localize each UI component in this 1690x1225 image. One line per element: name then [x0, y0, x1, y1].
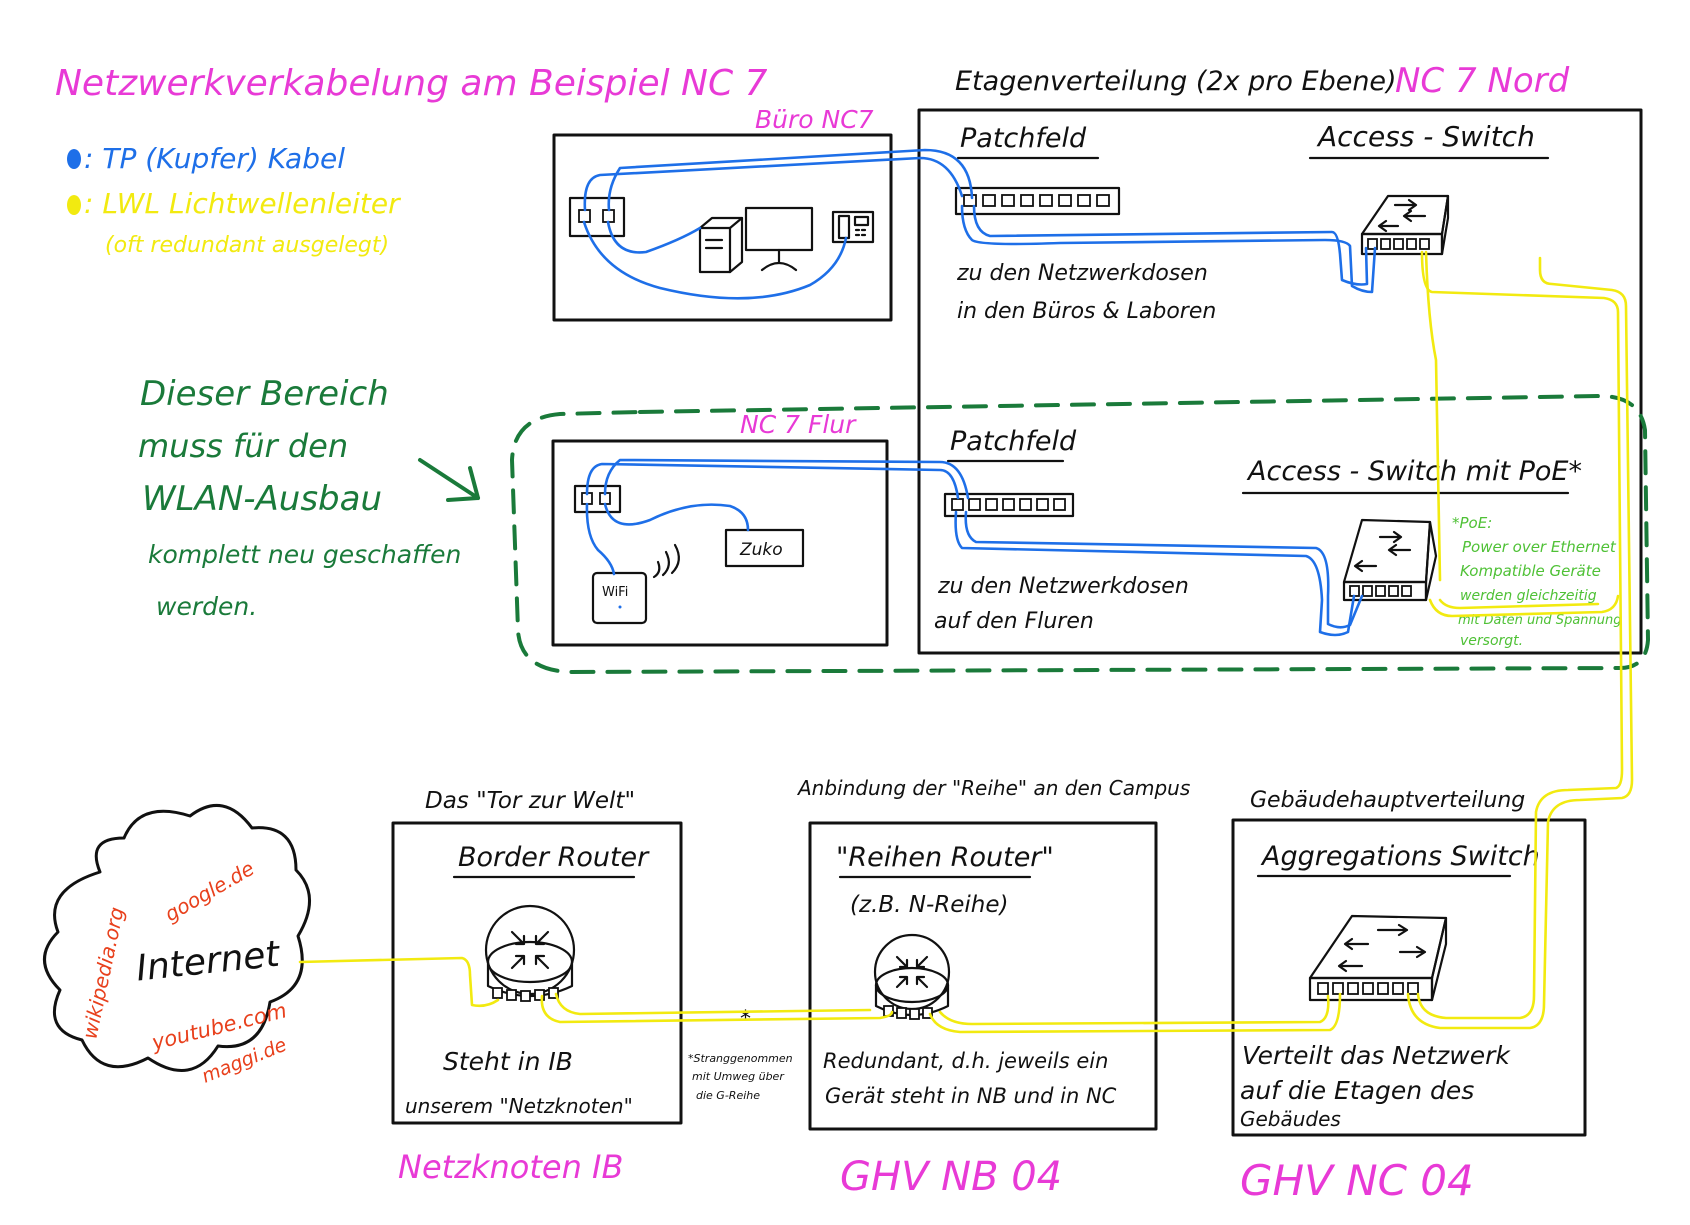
reihen-router-icon	[873, 933, 951, 1020]
lwl-legend-label: : LWL Lichtwellenleiter	[84, 187, 401, 220]
wall-socket-icon	[568, 196, 626, 238]
wlan-area-outline	[509, 393, 1651, 675]
lower-patchfeld-label: Patchfeld	[950, 426, 1077, 457]
border-router-caption: Das "Tor zur Welt"	[425, 788, 635, 814]
aggregation-caption: Gebäudehauptverteilung	[1250, 788, 1525, 813]
arrow-icon	[418, 458, 480, 502]
telephone-icon	[831, 210, 875, 244]
poe-note-line: *PoE:	[1452, 514, 1492, 532]
wlan-note-line: WLAN-Ausbau	[142, 479, 382, 519]
upper-note-line: in den Büros & Laboren	[957, 299, 1216, 324]
upper-access-switch	[1360, 194, 1450, 256]
wlan-note-line: werden.	[156, 592, 257, 621]
poe-note-line: Power over Ethernet	[1462, 538, 1617, 556]
poe-access-switch	[1342, 518, 1438, 602]
poe-note-line: mit Daten und Spannung	[1458, 613, 1622, 628]
flur-label: NC 7 Flur	[740, 410, 857, 439]
tp-legend-dot	[67, 149, 81, 169]
etagenverteilung-name: NC 7 Nord	[1395, 61, 1570, 101]
etagenverteilung-box	[917, 108, 1643, 655]
flur-box	[551, 439, 889, 647]
wifi-label: WiFi	[602, 585, 628, 600]
internet-site: google.de	[161, 856, 259, 926]
border-router-note: unserem "Netzknoten"	[405, 1094, 633, 1118]
buero-box	[552, 133, 893, 322]
upper-patchfeld-label: Patchfeld	[960, 123, 1087, 154]
reihen-router-caption: Anbindung der "Reihe" an den Campus	[796, 776, 1190, 800]
reihen-router-subtitle: (z.B. N-Reihe)	[850, 892, 1008, 918]
lower-note-line: auf den Fluren	[934, 609, 1094, 634]
monitor-icon	[744, 206, 814, 272]
aggregation-switch-icon	[1308, 914, 1448, 1002]
zuko-label: Zuko	[739, 540, 783, 560]
border-router-location: Netzknoten IB	[398, 1148, 623, 1186]
aggregation-box	[1231, 818, 1587, 1137]
upper-note-line: zu den Netzwerkdosen	[956, 261, 1208, 286]
border-router-icon	[484, 904, 576, 1002]
zuko-device: Zuko	[724, 528, 805, 568]
lower-switch-label: Access - Switch mit PoE*	[1246, 456, 1582, 487]
pc-icon	[698, 216, 744, 274]
internet-label: Internet	[134, 934, 283, 990]
wall-socket-icon	[573, 484, 622, 514]
lwl-legend-note: (oft redundant ausgelegt)	[105, 233, 389, 258]
aggregation-title: Aggregations Switch	[1260, 841, 1540, 872]
detour-note-line: mit Umweg über	[692, 1070, 785, 1083]
border-router-title: Border Router	[458, 842, 650, 873]
detour-note: *Stranggenommen mit Umweg über die G-Rei…	[688, 1052, 793, 1102]
internet-cloud	[43, 803, 311, 1072]
detour-note-line: *Stranggenommen	[688, 1052, 793, 1065]
upper-patch-panel	[954, 186, 1121, 216]
aggregation-note: Verteilt das Netzwerk	[1242, 1041, 1511, 1070]
lower-note-line: zu den Netzwerkdosen	[937, 574, 1189, 599]
detour-note-line: die G-Reihe	[696, 1089, 760, 1102]
wlan-note: Dieser Bereich muss für den WLAN-Ausbau …	[138, 374, 461, 621]
reihen-router-location: GHV NB 04	[840, 1154, 1062, 1200]
reihen-router-box	[808, 821, 1158, 1131]
etagenverteilung-title: Etagenverteilung (2x pro Ebene)	[955, 66, 1397, 97]
lwl-legend-dot	[67, 195, 81, 215]
aggregation-note: auf die Etagen des	[1240, 1076, 1474, 1105]
upper-switch-label: Access - Switch	[1316, 120, 1535, 153]
poe-note-line: versorgt.	[1460, 633, 1523, 649]
aggregation-location: GHV NC 04	[1240, 1156, 1474, 1205]
border-router-note: Steht in IB	[443, 1047, 573, 1076]
tp-legend-label: : TP (Kupfer) Kabel	[84, 142, 345, 175]
wifi-signal-icon	[652, 543, 680, 579]
wlan-note-line: Dieser Bereich	[140, 374, 389, 414]
internet-site: wikipedia.org	[77, 905, 128, 1041]
tp-cables	[582, 148, 1377, 637]
aggregation-note: Gebäudes	[1240, 1107, 1341, 1131]
wifi-access-point: WiFi	[591, 571, 648, 625]
diagram-title: Netzwerkverkabelung am Beispiel NC 7	[55, 63, 768, 104]
lower-patch-panel	[943, 492, 1075, 518]
wlan-note-line: muss für den	[138, 427, 348, 465]
lwl-cables	[298, 250, 1634, 1034]
wlan-note-line: komplett neu geschaffen	[148, 540, 461, 569]
buero-label: Büro NC7	[755, 105, 874, 134]
border-router-box	[391, 821, 683, 1125]
poe-note-line: werden gleichzeitig	[1460, 588, 1597, 604]
reihen-router-title: "Reihen Router"	[836, 842, 1054, 873]
reihen-router-note: Gerät steht in NB und in NC	[825, 1084, 1117, 1108]
poe-note-line: Kompatible Geräte	[1460, 562, 1601, 580]
reihen-router-note: Redundant, d.h. jeweils ein	[823, 1049, 1108, 1073]
poe-note: *PoE: Power over Ethernet Kompatible Ger…	[1452, 514, 1622, 649]
